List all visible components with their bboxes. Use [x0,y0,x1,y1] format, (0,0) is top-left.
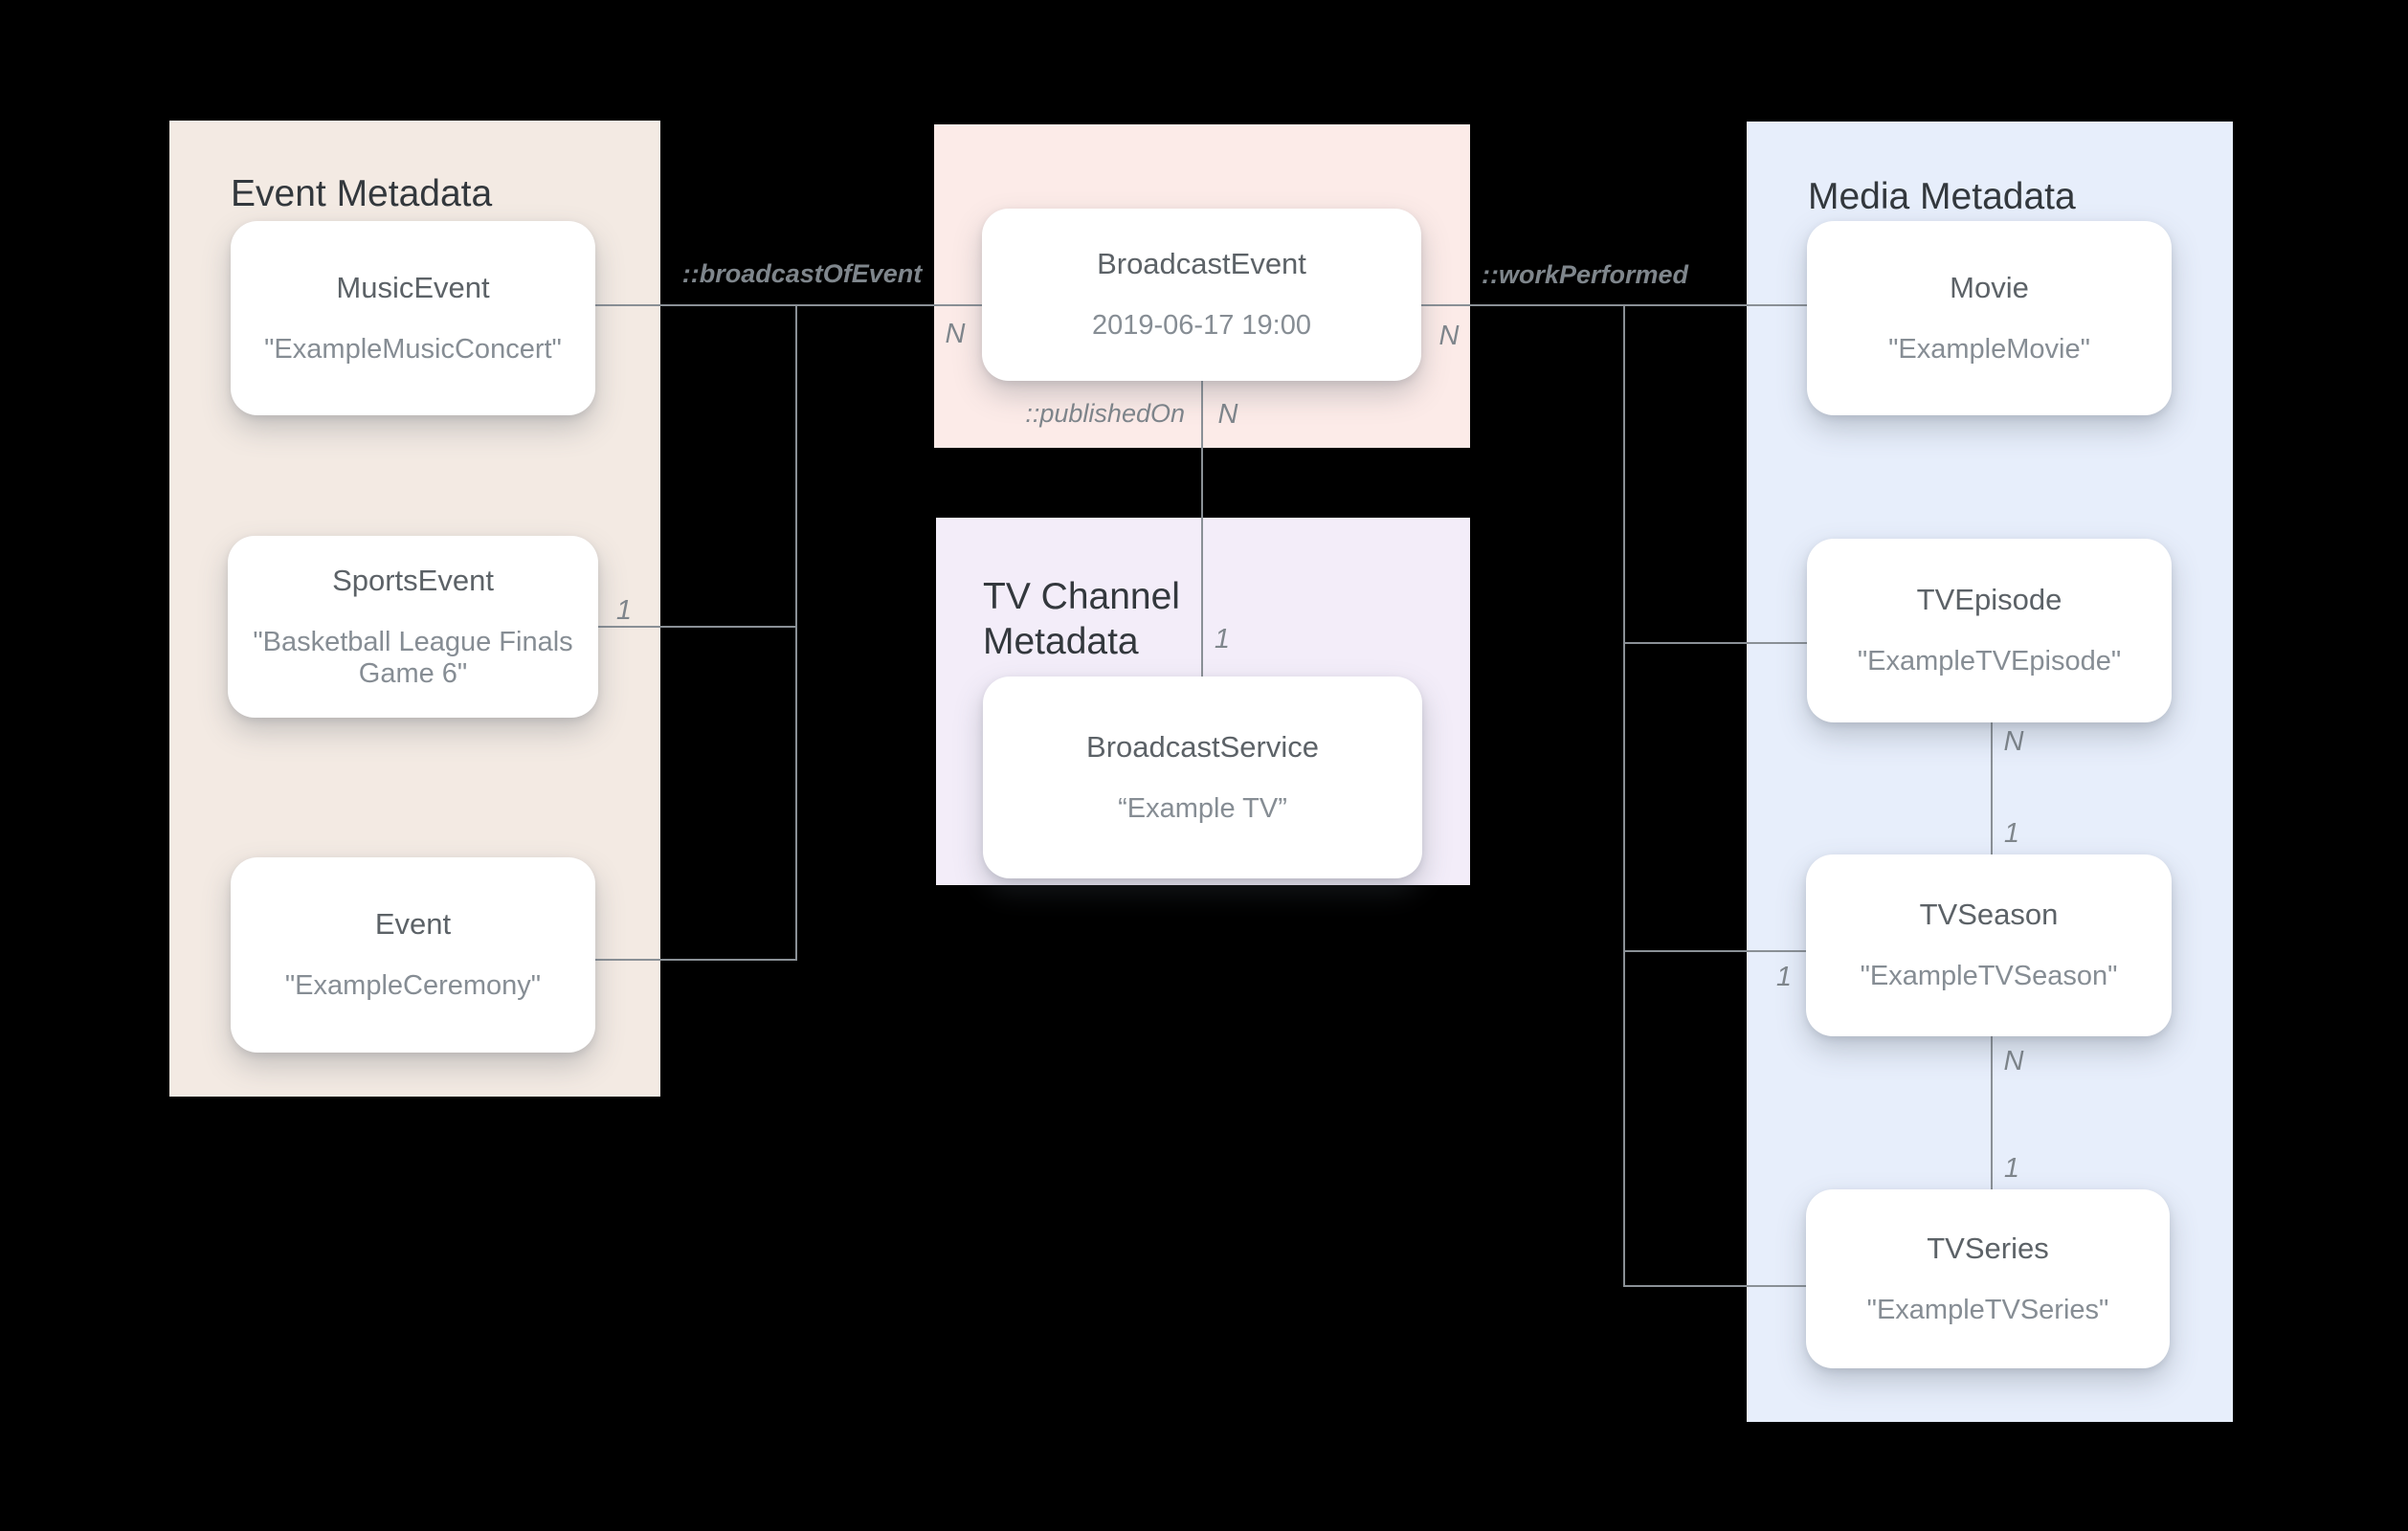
media-metadata-title: Media Metadata [1808,176,2076,218]
connector-left-junction-vertical [795,304,797,961]
connector-branch-tvepisode [1624,642,1807,644]
card-tvseason: TVSeason "ExampleTVSeason" [1806,854,2172,1036]
connector-sportsevent-branch [598,626,797,628]
connector-musicevent-broadcastevent [595,304,982,306]
multiplicity-n-tvepisode-bottom: N [2003,726,2024,757]
multiplicity-n-tvseason-bottom: N [2003,1046,2024,1076]
connector-tvepisode-tvseason [1991,722,1993,854]
card-tvseason-subtitle: "ExampleTVSeason" [1860,961,2118,992]
connector-branch-tvseries [1624,1285,1806,1287]
card-sportsevent-subtitle: "Basketball League Finals Game 6" [253,626,573,689]
card-tvepisode: TVEpisode "ExampleTVEpisode" [1807,539,2172,722]
card-broadcastevent-title: BroadcastEvent [1097,247,1306,281]
connector-right-junction-vertical [1623,304,1625,1287]
card-broadcastservice-title: BroadcastService [1086,729,1319,764]
card-tvepisode-title: TVEpisode [1916,583,2062,617]
card-event: Event "ExampleCeremony" [231,857,595,1053]
tv-channel-metadata-title: TV Channel Metadata [983,576,1180,663]
card-event-title: Event [374,907,452,942]
connector-branch-tvseason [1624,950,1806,952]
card-tvseries-subtitle: "ExampleTVSeries" [1866,1294,2109,1325]
card-broadcastevent-subtitle: 2019-06-17 19:00 [1092,310,1311,342]
label-publishedon: ::publishedOn [1025,399,1185,428]
multiplicity-n-broadcast-left: N [945,319,966,349]
card-movie: Movie "ExampleMovie" [1807,221,2172,415]
card-event-subtitle: "ExampleCeremony" [284,970,542,1002]
card-sportsevent: SportsEvent "Basketball League Finals Ga… [228,536,598,718]
card-sportsevent-title: SportsEvent [332,563,494,597]
multiplicity-1-tvseries-top: 1 [2003,1153,2020,1184]
card-tvseries: TVSeries "ExampleTVSeries" [1806,1189,2170,1368]
card-musicevent-title: MusicEvent [336,270,490,304]
event-metadata-title: Event Metadata [231,173,493,215]
multiplicity-n-publishedon: N [1217,399,1238,430]
card-tvseries-title: TVSeries [1927,1231,2049,1265]
connector-publishedon-vertical [1201,381,1203,677]
card-broadcastservice: BroadcastService “Example TV” [983,677,1422,878]
multiplicity-n-broadcast-right: N [1438,321,1460,351]
multiplicity-1-tvseason-top: 1 [2003,818,2020,849]
card-tvseason-title: TVSeason [1919,898,2059,932]
connector-broadcastevent-movie [1421,304,1807,306]
multiplicity-1-broadcastservice: 1 [1214,624,1231,655]
connector-tvseason-tvseries [1991,1036,1993,1189]
card-movie-title: Movie [1950,270,2029,304]
card-movie-subtitle: "ExampleMovie" [1888,333,2090,365]
card-tvepisode-subtitle: "ExampleTVEpisode" [1857,646,2122,677]
connector-event-branch [595,959,797,961]
label-workperformed: ::workPerformed [1481,260,1689,289]
card-broadcastevent: BroadcastEvent 2019-06-17 19:00 [982,209,1421,381]
multiplicity-1-sportsevent: 1 [615,595,633,626]
label-broadcastofevent: ::broadcastOfEvent [681,259,923,288]
card-musicevent-subtitle: "ExampleMusicConcert" [264,333,562,365]
multiplicity-1-tvseason-left: 1 [1775,962,1793,992]
card-musicevent: MusicEvent "ExampleMusicConcert" [231,221,595,415]
card-broadcastservice-subtitle: “Example TV” [1118,792,1287,824]
